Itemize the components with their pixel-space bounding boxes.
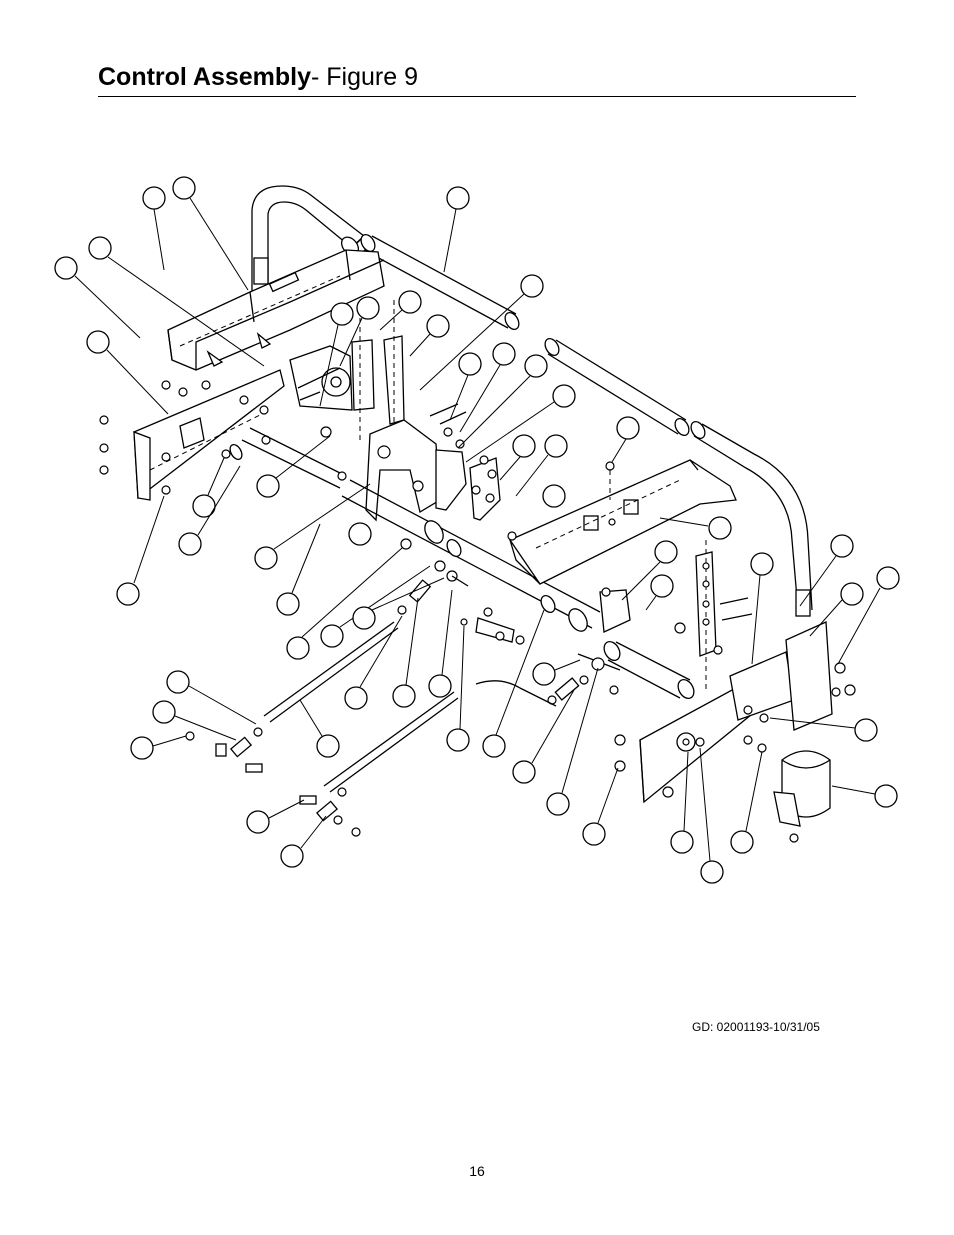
center-lever-bracket: [366, 404, 500, 520]
center-hardware: [398, 539, 524, 644]
callout-balloons: [55, 177, 899, 883]
page-number: 16: [0, 1163, 954, 1179]
control-rods: [186, 622, 556, 836]
left-side-plate: [100, 370, 284, 500]
drawing-document-id: GD: 02001193-10/31/05: [692, 1020, 820, 1034]
right-lower-shaft: [548, 639, 697, 704]
cup-holder: [774, 751, 830, 842]
